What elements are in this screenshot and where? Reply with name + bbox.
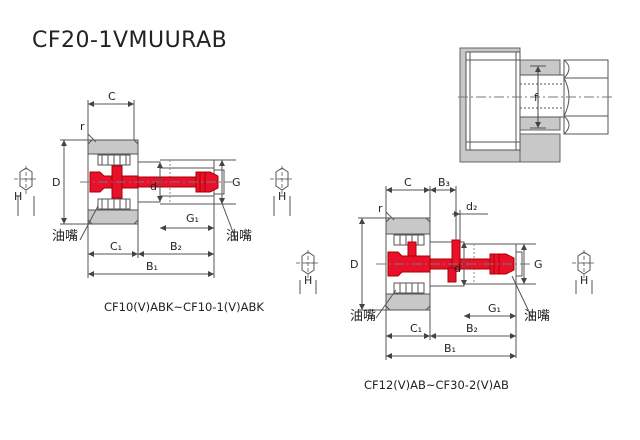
right-dim-r: r [378, 202, 383, 215]
page-title: CF20-1VMUURAB [32, 28, 228, 53]
dim-f-label: f [534, 91, 539, 104]
right-hex-H-1: H [304, 274, 312, 287]
right-dim-G: G [534, 258, 543, 271]
right-dim-B1: B₁ [444, 342, 456, 355]
caption-right: CF12(V)AB~CF30-2(V)AB [364, 378, 509, 392]
left-dim-d: d [150, 180, 157, 193]
left-dim-B2: B₂ [170, 240, 182, 253]
right-dim-G1: G₁ [488, 302, 501, 315]
left-arrowheads [61, 101, 225, 277]
right-drawing [358, 186, 536, 360]
right-dim-B2: B₂ [466, 322, 478, 335]
left-hex-H-1: H [14, 190, 22, 203]
right-dim-C: C [404, 176, 412, 189]
right-oil-port-label-1: 油嘴 [350, 309, 376, 324]
left-dim-D: D [52, 176, 60, 189]
right-dim-d2: d₂ [466, 200, 477, 213]
left-dim-G: G [232, 176, 241, 189]
right-hex-H-2: H [580, 274, 588, 287]
right-dim-C1: C₁ [410, 322, 422, 335]
left-dim-B1: B₁ [146, 260, 158, 273]
mounting-detail [458, 47, 612, 163]
right-dim-D: D [350, 258, 358, 271]
right-oil-port-label-2: 油嘴 [524, 309, 550, 324]
left-dim-G1: G₁ [186, 212, 199, 225]
left-drawing [60, 100, 237, 278]
right-dim-d: d [454, 262, 461, 275]
right-hex-views [296, 250, 596, 294]
left-oil-port-label-1: 油嘴 [52, 229, 78, 244]
left-oil-port-label-2: 油嘴 [226, 229, 252, 244]
left-dim-r: r [80, 120, 85, 133]
caption-left: CF10(V)ABK~CF10-1(V)ABK [104, 300, 264, 314]
left-hex-H-2: H [278, 190, 286, 203]
right-arrowheads [359, 187, 527, 359]
left-dim-C1: C₁ [110, 240, 122, 253]
left-hex-views [14, 166, 294, 216]
right-dim-B3: B₃ [438, 176, 450, 189]
left-dim-C: C [108, 90, 116, 103]
